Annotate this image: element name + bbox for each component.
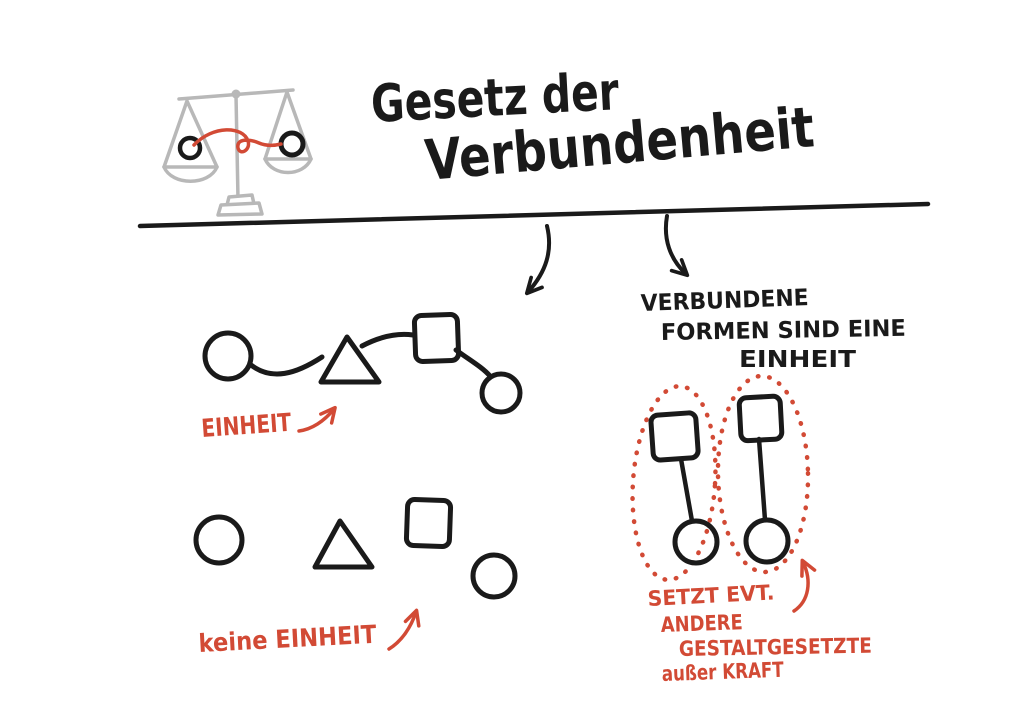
unity-square xyxy=(411,311,462,364)
right-heading-line-1: VERBUNDENE xyxy=(640,285,809,317)
no-unity-label: keine EINHEIT xyxy=(198,620,377,658)
pair-1-connector xyxy=(678,456,695,524)
scale-right-pan xyxy=(263,90,313,161)
highlighted-pair-2 xyxy=(715,373,811,575)
scale-right-ring xyxy=(278,130,306,158)
pair-1-circle xyxy=(672,518,720,566)
scale-red-thread xyxy=(192,128,283,154)
override-note: SETZT EVT. ANDERE GESTALTGESETZTE außer … xyxy=(647,580,872,686)
pair-2-connector xyxy=(756,436,768,523)
dotted-ellipse-2 xyxy=(715,373,811,575)
arrow-to-right-examples xyxy=(663,214,690,278)
note-line-3: GESTALTGESETZTE xyxy=(679,634,872,661)
unity-circle-2 xyxy=(479,371,523,415)
pair-2-circle xyxy=(743,517,791,565)
highlighted-pair-1 xyxy=(630,383,720,583)
right-heading: VERBUNDENE FORMEN SIND EINE EINHEIT xyxy=(640,285,906,373)
note-arrow xyxy=(792,558,817,613)
no-unity-label-arrow xyxy=(387,608,421,651)
divider-line xyxy=(137,201,931,229)
no-unity-circle-1 xyxy=(193,514,245,566)
scale-left-pan xyxy=(162,99,219,169)
note-line-1: SETZT EVT. xyxy=(647,580,775,611)
scale-knob xyxy=(231,89,241,99)
title-line-1: Gesetz der xyxy=(370,62,621,135)
scale-base-bottom xyxy=(216,201,264,217)
unity-label: EINHEIT xyxy=(200,408,292,443)
unity-connector-2 xyxy=(359,331,416,349)
note-line-4: außer KRAFT xyxy=(661,658,784,686)
no-unity-square xyxy=(403,497,454,550)
unity-label-arrow xyxy=(297,405,337,433)
pair-2-square xyxy=(736,393,785,444)
unity-triangle xyxy=(318,334,382,385)
disconnected-shapes-group xyxy=(193,497,518,600)
pair-1-square xyxy=(648,410,701,463)
unity-circle-1 xyxy=(202,330,254,382)
scale-left-ring xyxy=(177,135,203,161)
connected-shapes-group xyxy=(202,311,523,415)
right-heading-line-3: EINHEIT xyxy=(739,347,856,373)
right-heading-line-2: FORMEN SIND EINE xyxy=(661,316,906,346)
balance-scale-icon xyxy=(162,88,313,217)
scale-left-bowl xyxy=(162,165,219,183)
unity-connector-1 xyxy=(248,354,325,377)
arrow-to-left-examples xyxy=(524,224,552,296)
page-title: Gesetz der Verbundenheit xyxy=(370,62,817,194)
dotted-ellipse-1 xyxy=(630,383,718,583)
no-unity-triangle xyxy=(312,518,375,570)
note-line-2: ANDERE xyxy=(660,610,743,637)
unity-connector-3 xyxy=(453,347,493,379)
no-unity-circle-2 xyxy=(470,552,518,600)
scale-right-bowl xyxy=(263,157,313,175)
